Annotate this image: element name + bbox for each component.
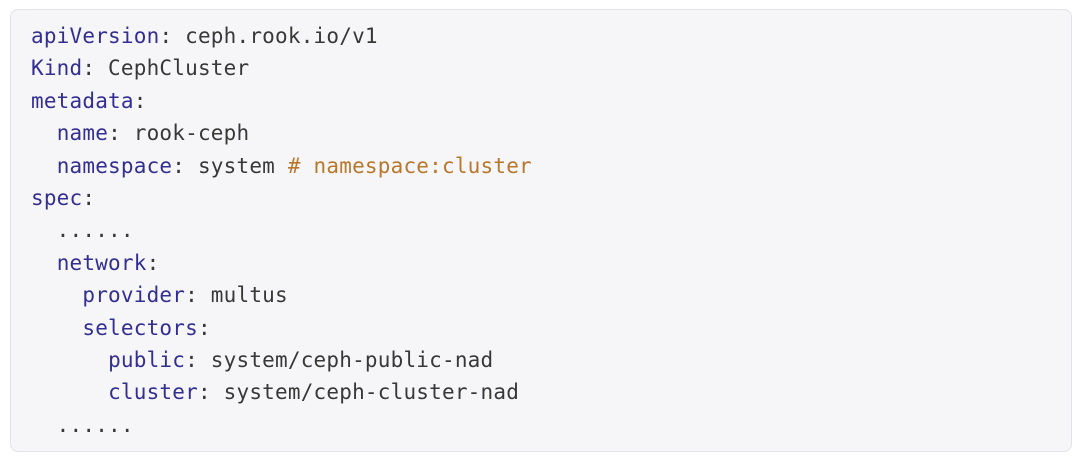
code-segment-key: namespace [56,153,173,178]
code-line: cluster: system/ceph-cluster-nad [31,376,1051,408]
code-segment-plain [31,154,57,178]
code-segment-key: provider [82,283,186,308]
code-segment-plain: : [197,315,211,340]
code-segment-key: name [56,121,109,146]
code-segment-plain: : [133,88,147,113]
code-line: namespace: system # namespace:cluster [31,150,1051,182]
code-segment-key: spec [31,186,83,211]
code-segment-key: apiVersion [31,24,160,48]
code-segment-plain: : system/ceph-public-nad [185,348,494,373]
code-line: apiVersion: ceph.rook.io/v1 [31,20,1051,52]
code-line: network: [31,247,1051,279]
code-segment-plain: ...... [31,412,134,437]
code-line: provider: multus [31,279,1051,311]
code-segment-key: network [56,250,147,275]
code-segment-plain: : rook-ceph [108,121,250,146]
code-segment-plain: : [146,250,160,275]
code-line: public: system/ceph-public-nad [31,344,1051,376]
code-segment-plain [31,348,108,372]
code-segment-key: public [108,348,186,373]
code-line: metadata: [31,85,1051,117]
code-segment-key: metadata [31,88,134,113]
code-segment-plain [31,283,82,307]
code-segment-plain: ...... [31,218,134,243]
code-segment-plain: : multus [185,283,288,308]
code-segment-plain [31,251,57,275]
code-segment-key: cluster [108,380,198,405]
code-segment-key: selectors [82,315,198,340]
code-line: spec: [31,182,1051,214]
code-segment-plain: : system [172,153,288,178]
code-segment-plain [31,380,108,404]
code-line: selectors: [31,312,1051,344]
code-segment-plain: : [82,186,96,211]
code-line: Kind: CephCluster [31,52,1051,84]
code-segment-plain [31,121,57,145]
code-line: ...... [31,214,1051,246]
code-segment-plain: : ceph.rook.io/v1 [159,24,378,48]
code-line: ...... [31,409,1051,441]
code-segment-comment: # namespace:cluster [287,153,532,178]
code-segment-plain [31,316,82,340]
code-line: name: rook-ceph [31,117,1051,149]
code-segment-key: Kind [31,56,83,81]
code-segment-plain: : CephCluster [82,56,250,81]
code-segment-plain: : system/ceph-cluster-nad [197,380,520,405]
